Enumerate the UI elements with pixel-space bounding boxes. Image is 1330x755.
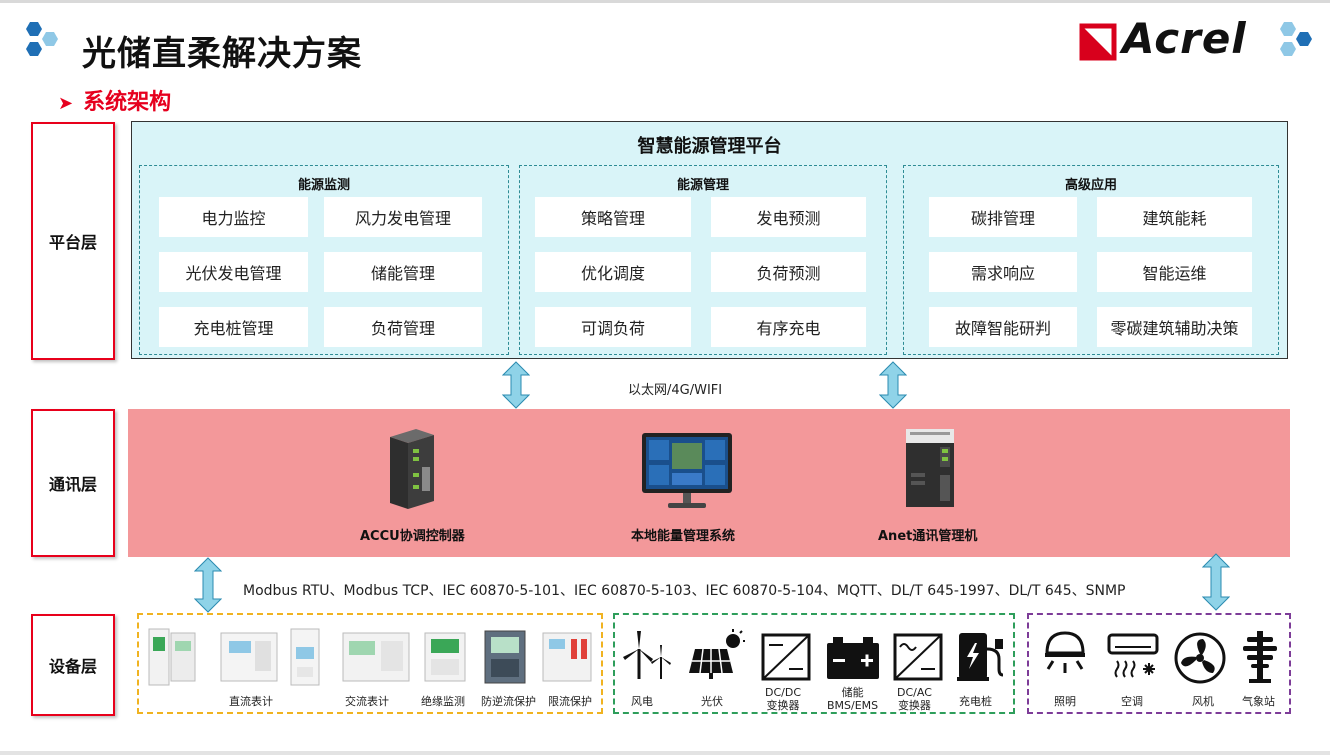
comm-panel: ACCU协调控制器 本地能量管理系统 Anet通讯管理机 <box>128 409 1290 557</box>
layer-label-device: 设备层 <box>31 614 115 716</box>
controller-device-icon <box>390 429 434 509</box>
anti-backflow-device-icon <box>484 630 526 684</box>
function-cell: 优化调度 <box>535 252 691 292</box>
ac-meter-icon <box>342 632 410 682</box>
dc-meter-icon <box>148 628 196 686</box>
hexagon-logo-icon <box>1280 22 1312 56</box>
dc-dc-converter-icon <box>761 633 811 681</box>
group-energy-management: 能源管理 策略管理 发电预测 优化调度 负荷预测 可调负荷 有序充电 <box>519 165 887 355</box>
function-cell: 需求响应 <box>929 252 1077 292</box>
arrow-right-icon: ➤ <box>58 93 74 114</box>
dc-ac-converter-icon <box>893 633 943 681</box>
battery-storage-icon <box>827 637 879 679</box>
device-label: 照明 <box>1054 695 1076 708</box>
comm-device-label: Anet通讯管理机 <box>878 529 978 544</box>
comm-device-label: ACCU协调控制器 <box>360 529 465 544</box>
function-cell: 负荷管理 <box>324 307 482 347</box>
function-cell: 零碳建筑辅助决策 <box>1097 307 1252 347</box>
weather-station-icon <box>1243 631 1277 683</box>
platform-title: 智慧能源管理平台 <box>637 136 782 157</box>
double-arrow-icon <box>1202 553 1230 611</box>
comm-device-label: 本地能量管理系统 <box>631 529 736 544</box>
insulation-monitor-icon <box>424 632 466 682</box>
dc-meter-icon <box>290 628 320 686</box>
function-cell: 电力监控 <box>159 197 308 237</box>
double-arrow-icon <box>194 557 222 613</box>
device-group-meters: 直流表计 交流表计 绝缘监测 防逆流保护 限流保护 <box>137 613 603 714</box>
device-label: 交流表计 <box>345 695 389 708</box>
device-label: 限流保护 <box>548 695 592 708</box>
double-arrow-icon <box>879 361 907 409</box>
device-group-loads: 照明 空调 风机 气象站 <box>1027 613 1291 714</box>
function-cell: 故障智能研判 <box>929 307 1077 347</box>
layer-label-comm: 通讯层 <box>31 409 115 557</box>
air-conditioner-icon <box>1107 633 1159 678</box>
page-title: 光储直柔解决方案 <box>82 34 362 74</box>
network-label: 以太网/4G/WIFI <box>628 383 723 398</box>
solar-panel-icon <box>689 629 745 679</box>
bottom-rule <box>0 751 1330 755</box>
function-cell: 建筑能耗 <box>1097 197 1252 237</box>
device-label: 防逆流保护 <box>481 695 536 708</box>
device-label: 空调 <box>1121 695 1143 708</box>
device-label: 光伏 <box>701 695 723 708</box>
acrel-emblem-icon <box>1079 23 1117 61</box>
wind-turbine-icon <box>623 631 671 679</box>
section-label: ➤ 系统架构 <box>58 84 171 116</box>
platform-panel: 智慧能源管理平台 能源监测 电力监控 风力发电管理 光伏发电管理 储能管理 充电… <box>131 121 1288 359</box>
function-cell: 智能运维 <box>1097 252 1252 292</box>
monitor-screen-icon <box>642 433 732 508</box>
layer-label-platform: 平台层 <box>31 122 115 360</box>
acrel-logo: Acrel <box>1076 14 1326 66</box>
device-label: 充电桩 <box>959 695 992 708</box>
lighting-icon <box>1045 631 1085 673</box>
function-cell: 负荷预测 <box>711 252 866 292</box>
device-label: 绝缘监测 <box>421 695 465 708</box>
device-label: 气象站 <box>1242 695 1275 708</box>
dc-meter-icon <box>220 632 278 682</box>
device-label: 风电 <box>631 695 653 708</box>
group-advanced-application: 高级应用 碳排管理 建筑能耗 需求响应 智能运维 故障智能研判 零碳建筑辅助决策 <box>903 165 1279 355</box>
top-rule <box>0 0 1330 3</box>
section-label-text: 系统架构 <box>83 90 172 115</box>
gateway-device-icon <box>906 429 954 507</box>
function-cell: 储能管理 <box>324 252 482 292</box>
current-limit-device-icon <box>542 632 592 682</box>
charging-pile-icon <box>957 633 1004 681</box>
function-cell: 有序充电 <box>711 307 866 347</box>
hexagon-logo-icon <box>26 22 58 56</box>
group-title: 能源监测 <box>297 178 350 193</box>
double-arrow-icon <box>502 361 530 409</box>
function-cell: 发电预测 <box>711 197 866 237</box>
function-cell: 光伏发电管理 <box>159 252 308 292</box>
protocol-list: Modbus RTU、Modbus TCP、IEC 60870-5-101、IE… <box>243 583 1126 599</box>
function-cell: 风力发电管理 <box>324 197 482 237</box>
logo-text: Acrel <box>1122 14 1247 63</box>
group-title: 能源管理 <box>676 178 729 193</box>
group-title: 高级应用 <box>1064 178 1117 193</box>
function-cell: 充电桩管理 <box>159 307 308 347</box>
fan-icon <box>1174 632 1226 684</box>
function-cell: 策略管理 <box>535 197 691 237</box>
function-cell: 可调负荷 <box>535 307 691 347</box>
group-energy-monitoring: 能源监测 电力监控 风力发电管理 光伏发电管理 储能管理 充电桩管理 负荷管理 <box>139 165 509 355</box>
device-label: 直流表计 <box>229 695 273 708</box>
device-label: 风机 <box>1192 695 1214 708</box>
function-cell: 碳排管理 <box>929 197 1077 237</box>
